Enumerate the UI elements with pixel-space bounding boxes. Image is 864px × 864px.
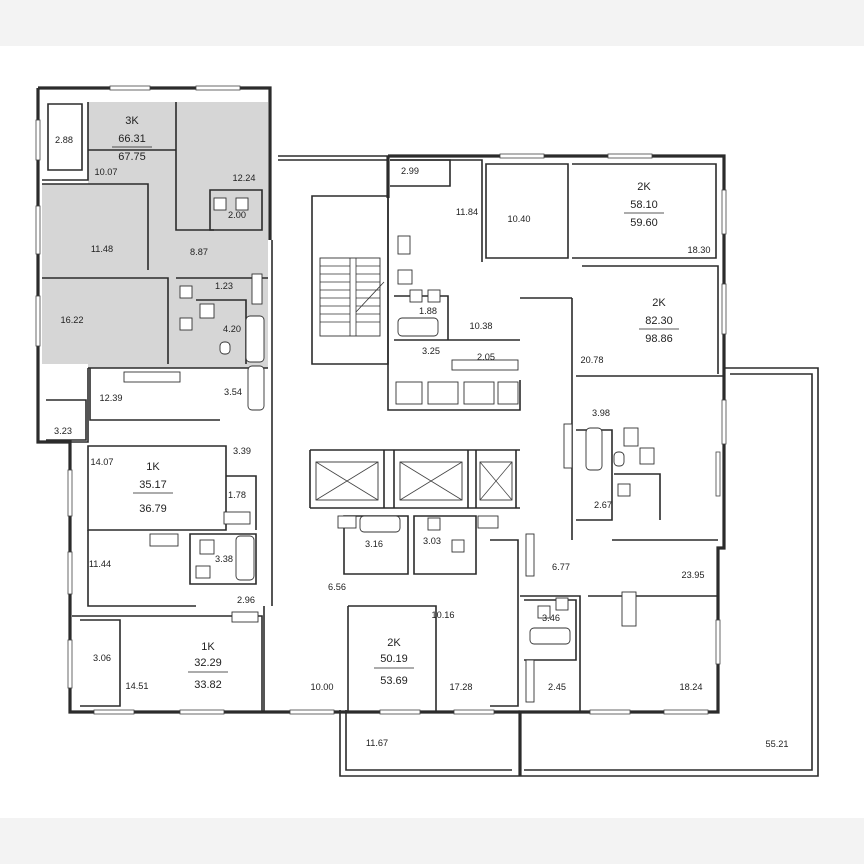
room-area: 17.28 <box>450 682 473 692</box>
room-area: 3.98 <box>592 408 610 418</box>
room-area: 2.45 <box>548 682 566 692</box>
windows <box>35 85 727 715</box>
room-area: 10.40 <box>508 214 531 224</box>
apartment-living-area: 35.17 <box>139 479 167 491</box>
room-area: 3.38 <box>215 554 233 564</box>
apartment-type: 2K <box>652 297 666 309</box>
room-area: 3.03 <box>423 536 441 546</box>
room-area: 16.22 <box>61 315 84 325</box>
room-area-labels: 2.88 10.07 12.24 2.00 11.48 8.87 1.23 16… <box>54 135 788 749</box>
room-area: 3.23 <box>54 426 72 436</box>
room-area: 2.67 <box>594 500 612 510</box>
room-area: 3.16 <box>365 539 383 549</box>
apartment-type: 3K <box>125 115 139 127</box>
apartment-living-area: 58.10 <box>630 199 658 211</box>
apartment-total-area: 67.75 <box>118 151 146 163</box>
room-area: 10.16 <box>432 610 455 620</box>
room-area: 6.56 <box>328 582 346 592</box>
room-area: 3.06 <box>93 653 111 663</box>
room-area: 1.23 <box>215 281 233 291</box>
room-area: 4.20 <box>223 324 241 334</box>
room-area: 10.00 <box>311 682 334 692</box>
apartment-total-area: 98.86 <box>645 333 673 345</box>
apartment-total-area: 53.69 <box>380 675 408 687</box>
apartment-label-1[interactable]: 3K 66.31 67.75 <box>112 115 152 163</box>
room-area: 11.44 <box>89 559 111 569</box>
radiators <box>223 273 637 703</box>
elevator-shafts <box>315 461 513 501</box>
room-area: 2.96 <box>237 595 255 605</box>
room-area: 14.07 <box>91 457 114 467</box>
apartment-total-area: 33.82 <box>194 679 222 691</box>
apartment-label-3[interactable]: 2K 82.30 98.86 <box>639 297 679 345</box>
room-area: 55.21 <box>766 739 789 749</box>
staircase <box>319 257 385 337</box>
apartment-label-2[interactable]: 2K 58.10 59.60 <box>624 181 664 229</box>
room-area: 18.30 <box>688 245 711 255</box>
apartment-type: 1K <box>201 641 215 653</box>
room-area: 2.00 <box>228 210 246 220</box>
apartment-living-area: 32.29 <box>194 657 222 669</box>
room-area: 10.38 <box>470 321 493 331</box>
storage-cells <box>395 381 519 405</box>
apartment-type: 2K <box>387 637 401 649</box>
room-area: 3.25 <box>422 346 440 356</box>
room-area: 1.78 <box>228 490 246 500</box>
room-area: 20.78 <box>581 355 604 365</box>
apartment-label-4[interactable]: 1K 35.17 36.79 <box>133 461 173 515</box>
room-area: 2.05 <box>477 352 495 362</box>
apartment-type: 1K <box>146 461 160 473</box>
room-area: 11.84 <box>456 207 478 217</box>
room-area: 14.51 <box>126 681 149 691</box>
apartment-total-area: 36.79 <box>139 503 167 515</box>
room-area: 8.87 <box>190 247 208 257</box>
room-area: 18.24 <box>680 682 703 692</box>
room-area: 11.48 <box>91 244 113 254</box>
room-area: 2.88 <box>55 135 73 145</box>
apartment-living-area: 82.30 <box>645 315 673 327</box>
apartment-living-area: 50.19 <box>380 653 408 665</box>
apartment-label-5[interactable]: 1K 32.29 33.82 <box>188 641 228 691</box>
room-area: 10.07 <box>95 167 118 177</box>
apartment-type: 2K <box>637 181 651 193</box>
room-area: 23.95 <box>682 570 705 580</box>
room-area: 11.67 <box>366 738 388 748</box>
highlighted-apartment-3k[interactable] <box>42 102 268 368</box>
room-area: 1.88 <box>419 306 437 316</box>
room-area: 3.39 <box>233 446 251 456</box>
apartment-living-area: 66.31 <box>118 133 146 145</box>
room-area: 3.54 <box>224 387 242 397</box>
terrace-outlines <box>278 155 819 777</box>
room-area: 2.99 <box>401 166 419 176</box>
room-area: 12.39 <box>100 393 123 403</box>
apartment-label-6[interactable]: 2K 50.19 53.69 <box>374 637 414 687</box>
apartment-total-area: 59.60 <box>630 217 658 229</box>
room-area: 12.24 <box>233 173 256 183</box>
room-area: 3.46 <box>542 613 560 623</box>
sanitary-fixtures <box>123 197 655 645</box>
room-area: 6.77 <box>552 562 570 572</box>
